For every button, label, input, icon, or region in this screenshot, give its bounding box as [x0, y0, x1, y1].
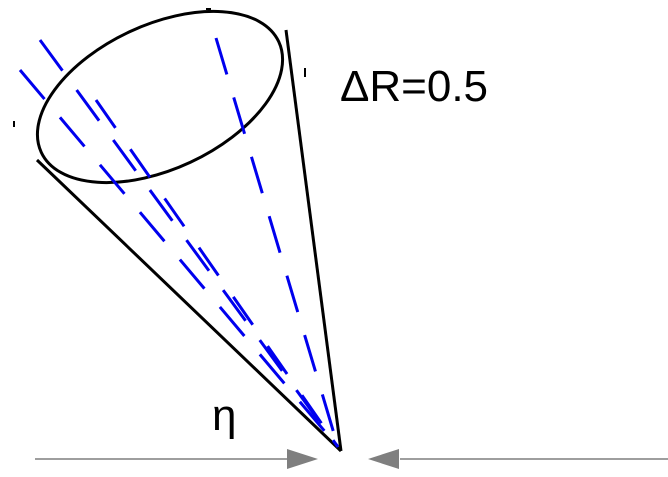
eta-angle-label: η	[212, 391, 236, 440]
particle-track	[94, 99, 340, 448]
particle-track	[38, 39, 340, 448]
arrow-right-icon	[287, 449, 318, 469]
cone-radius-label: ΔR=0.5	[340, 62, 488, 111]
cone-edge-left	[35, 158, 343, 453]
arrow-left-icon	[368, 449, 399, 469]
cone-opening-ellipse	[35, 9, 285, 185]
cone-edge-right	[284, 29, 343, 452]
particle-track	[214, 37, 340, 448]
particle-track	[18, 69, 340, 448]
